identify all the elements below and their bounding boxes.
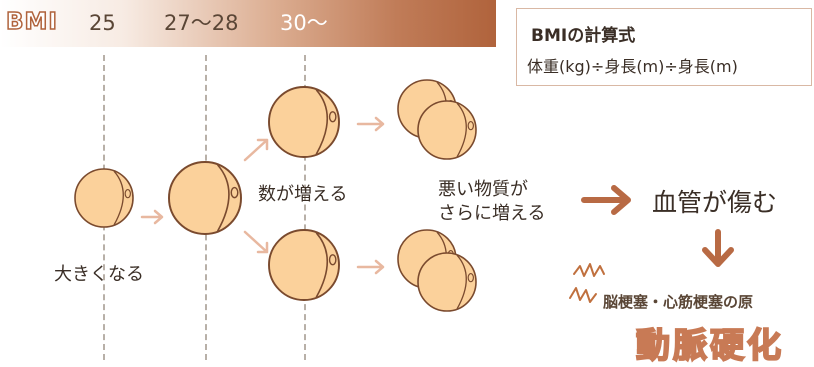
arrow-split-up <box>243 138 269 162</box>
bmi-tick-30: 30〜 <box>280 11 328 35</box>
arrow-bottom-pair <box>356 259 385 275</box>
label-bad-increase-2: さらに増える <box>438 203 546 224</box>
formula-title: BMIの計算式 <box>531 26 636 46</box>
pain-mark-top <box>573 263 605 277</box>
pain-mark-bottom <box>569 287 597 303</box>
formula-expression: 体重(kg)÷身長(m)÷身長(m) <box>527 57 738 76</box>
bmi-tick-27-28: 27〜28 <box>164 11 239 35</box>
fat-cell-bottom <box>268 229 340 301</box>
label-increase: 数が増える <box>258 184 348 205</box>
bmi-formula-box: BMIの計算式 体重(kg)÷身長(m)÷身長(m) <box>516 8 812 86</box>
label-vessel-damage: 血管が傷む <box>652 188 778 217</box>
label-atherosclerosis: 動脈硬化 <box>635 325 784 367</box>
arrow-to-vessel <box>581 185 631 215</box>
bmi-scale-label: BMI <box>5 8 58 36</box>
bmi-tick-25: 25 <box>89 11 116 35</box>
fat-cell-bottom-pair-front <box>417 252 477 312</box>
label-diseases: 脳梗塞・心筋梗塞の原 <box>603 293 754 311</box>
bmi-scale-bar <box>0 0 496 47</box>
label-bad-increase-1: 悪い物質が <box>438 179 528 200</box>
arrow-top-pair <box>356 116 385 132</box>
arrow-split-down <box>243 230 269 254</box>
fat-cell-top-pair-front <box>417 100 477 160</box>
fat-cell-top <box>268 86 340 158</box>
fat-cell-medium <box>168 161 242 235</box>
label-grow: 大きくなる <box>54 264 144 285</box>
arrow-to-disease <box>702 229 734 267</box>
arrow-grow <box>140 209 164 225</box>
fat-cell-small <box>74 168 134 228</box>
guide-line-30 <box>304 55 306 360</box>
